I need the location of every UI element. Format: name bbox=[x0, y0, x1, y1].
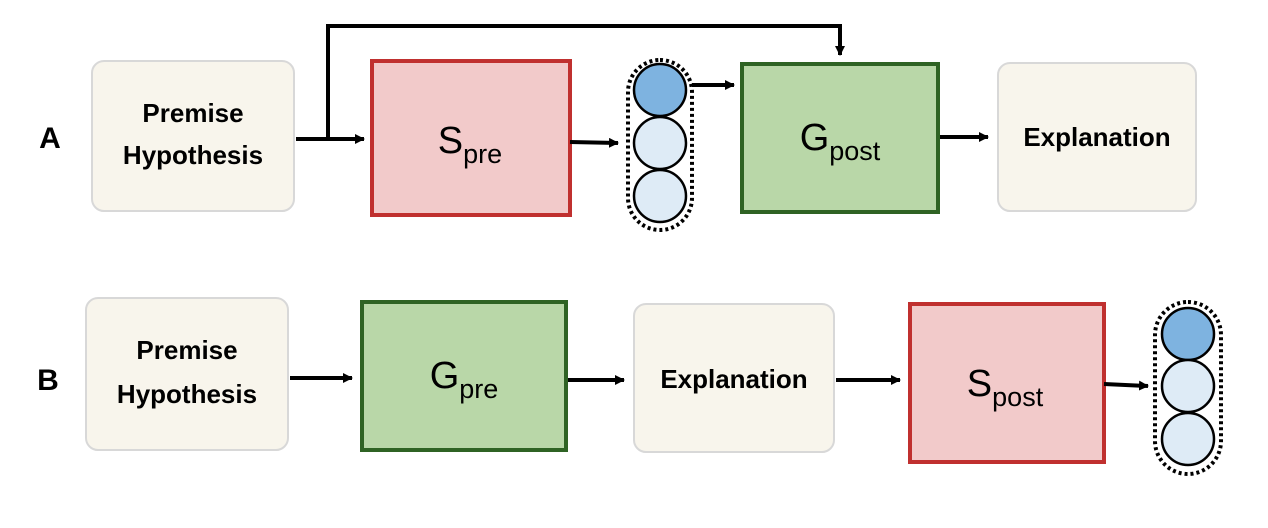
row-a-class-column bbox=[626, 58, 694, 232]
row-a-arrow-selector-to-classes bbox=[569, 137, 619, 148]
row-a-output-explanation: Explanation bbox=[1023, 122, 1170, 152]
row-a-selector-box: Spre bbox=[370, 59, 572, 217]
row-a-generator-symbol: G bbox=[800, 117, 830, 159]
row-b-selector-symbol: S bbox=[967, 363, 992, 405]
svg-text:Gpost: Gpost bbox=[800, 117, 881, 166]
row-b: B Premise Hypothesis Gpre Explanation Sp… bbox=[37, 297, 1223, 476]
row-a-label: A bbox=[39, 122, 61, 155]
row-a-input-premise: Premise bbox=[142, 98, 243, 128]
svg-text:Gpre: Gpre bbox=[430, 355, 499, 404]
svg-text:Spre: Spre bbox=[438, 120, 502, 169]
row-b-class bbox=[1160, 358, 1216, 414]
row-a-input-box: Premise Hypothesis bbox=[91, 60, 295, 212]
row-b-label: B bbox=[37, 364, 59, 397]
svg-text:Spost: Spost bbox=[967, 363, 1044, 412]
row-b-input-premise: Premise bbox=[136, 335, 237, 365]
row-b-class bbox=[1160, 411, 1216, 467]
row-a-generator-subscript: post bbox=[829, 136, 881, 166]
row-b-arrow-selector-to-classes bbox=[1103, 380, 1149, 391]
row-a-class bbox=[632, 115, 688, 171]
row-a-class bbox=[632, 168, 688, 224]
row-b-generator-subscript: pre bbox=[459, 374, 498, 404]
row-b-generator-symbol: G bbox=[430, 355, 460, 397]
row-a-generator-box: Gpost bbox=[740, 62, 940, 214]
row-a-selector-symbol: S bbox=[438, 120, 463, 162]
row-b-generator-box: Gpre bbox=[360, 300, 568, 452]
row-a-skip-arrow bbox=[326, 24, 845, 139]
row-a-input-hypothesis: Hypothesis bbox=[123, 140, 263, 170]
row-b-class-selected bbox=[1160, 306, 1216, 362]
row-b-explanation: Explanation bbox=[660, 364, 807, 394]
row-b-input-box: Premise Hypothesis bbox=[85, 297, 289, 451]
row-b-input-hypothesis: Hypothesis bbox=[117, 379, 257, 409]
row-a-output-box: Explanation bbox=[997, 62, 1197, 212]
row-b-selector-subscript: post bbox=[992, 382, 1044, 412]
row-b-class-column bbox=[1153, 300, 1223, 476]
row-a-class-selected bbox=[632, 62, 688, 118]
row-b-explanation-box: Explanation bbox=[633, 303, 835, 453]
row-a: A Premise Hypothesis Spre Gpost bbox=[39, 24, 1197, 232]
row-b-selector-box: Spost bbox=[908, 302, 1106, 464]
row-a-selector-subscript: pre bbox=[463, 139, 502, 169]
